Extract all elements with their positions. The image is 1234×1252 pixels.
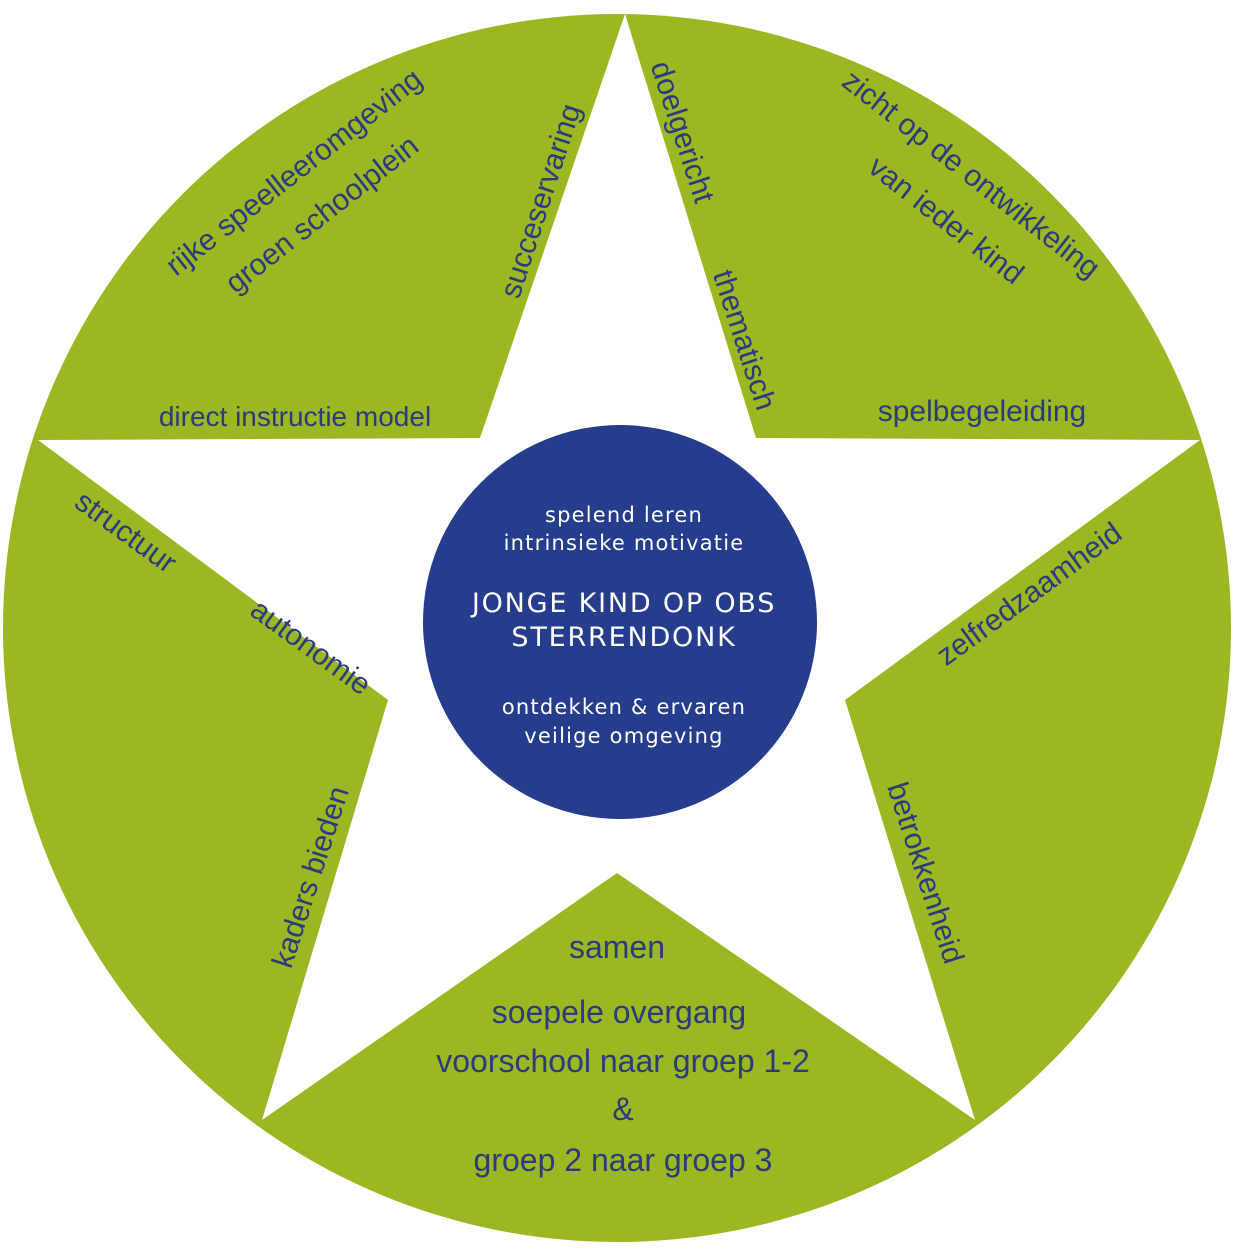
label-direct-instructie-model: direct instructie model xyxy=(159,401,431,432)
label-soepele-overgang: soepele overgang xyxy=(492,994,746,1030)
label-samen: samen xyxy=(569,929,665,965)
center-title-line1: JONGE KIND OP OBS xyxy=(470,588,776,619)
center-circle xyxy=(423,425,817,819)
label-ampersand: & xyxy=(612,1091,633,1127)
center-line-spelend-leren: spelend leren xyxy=(545,503,703,527)
label-groep-2-naar-groep-3: groep 2 naar groep 3 xyxy=(474,1142,773,1178)
center-line-veilige-omgeving: veilige omgeving xyxy=(524,724,723,748)
center-title-line2: STERRENDONK xyxy=(511,622,736,653)
center-line-ontdekken-ervaren: ontdekken & ervaren xyxy=(502,695,746,719)
label-voorschool-naar-groep-1-2: voorschool naar groep 1-2 xyxy=(436,1043,810,1079)
center-line-intrinsieke-motivatie: intrinsieke motivatie xyxy=(504,531,745,555)
label-spelbegeleiding: spelbegeleiding xyxy=(878,395,1087,428)
